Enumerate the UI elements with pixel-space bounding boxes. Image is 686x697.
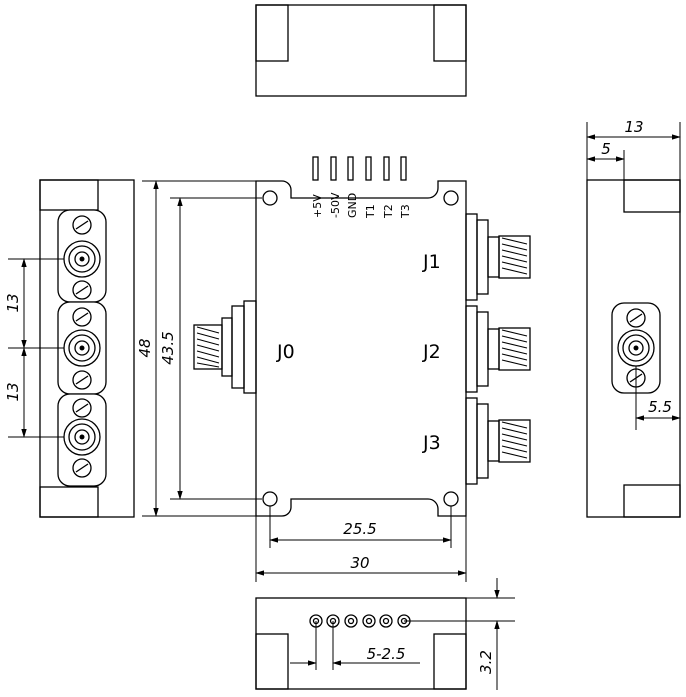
dim-side-connector-offset: 5.5 [648,398,672,416]
label-j0: J0 [276,341,295,363]
dim-pin-pitch: 5-2.5 [367,645,406,663]
pin-label: T3 [399,204,412,219]
pin-headers [312,156,407,181]
label-j3: J3 [422,432,441,454]
label-j1: J1 [422,251,441,273]
right-view: 13 5 5.5 [586,118,681,518]
front-view: J0 J1 J2 J3 +5V -50V GND T1 T2 T3 48 43.… [136,156,531,582]
dim-side-offset: 5 [601,140,611,158]
label-j2: J2 [422,341,441,363]
j1-connector [465,213,531,301]
dim-height-overall: 48 [136,338,154,357]
bottom-view: 5-2.5 3.2 [255,578,515,690]
dim-side-depth: 13 [624,118,643,136]
dim-hole-pitch-vertical: 43.5 [159,331,177,364]
pin-labels: +5V -50V GND T1 T2 T3 [311,192,412,219]
dim-width-overall: 30 [350,554,369,572]
dim-hole-pitch-horizontal: 25.5 [343,520,376,538]
pin-label: GND [346,193,359,218]
pin-label: T1 [364,204,377,219]
pin-label: -50V [329,192,342,218]
j0-connector [193,300,257,394]
pin-label: T2 [382,204,395,219]
pin-label: +5V [311,194,324,218]
dim-connector-pitch-lower: 13 [4,382,22,401]
top-view [255,4,467,97]
dim-connector-pitch-upper: 13 [4,293,22,312]
left-view: 13 13 [4,179,135,518]
j3-connector [465,397,531,485]
dim-pin-height: 3.2 [477,650,495,674]
pin-holes [309,614,411,628]
j2-connector [465,305,531,393]
